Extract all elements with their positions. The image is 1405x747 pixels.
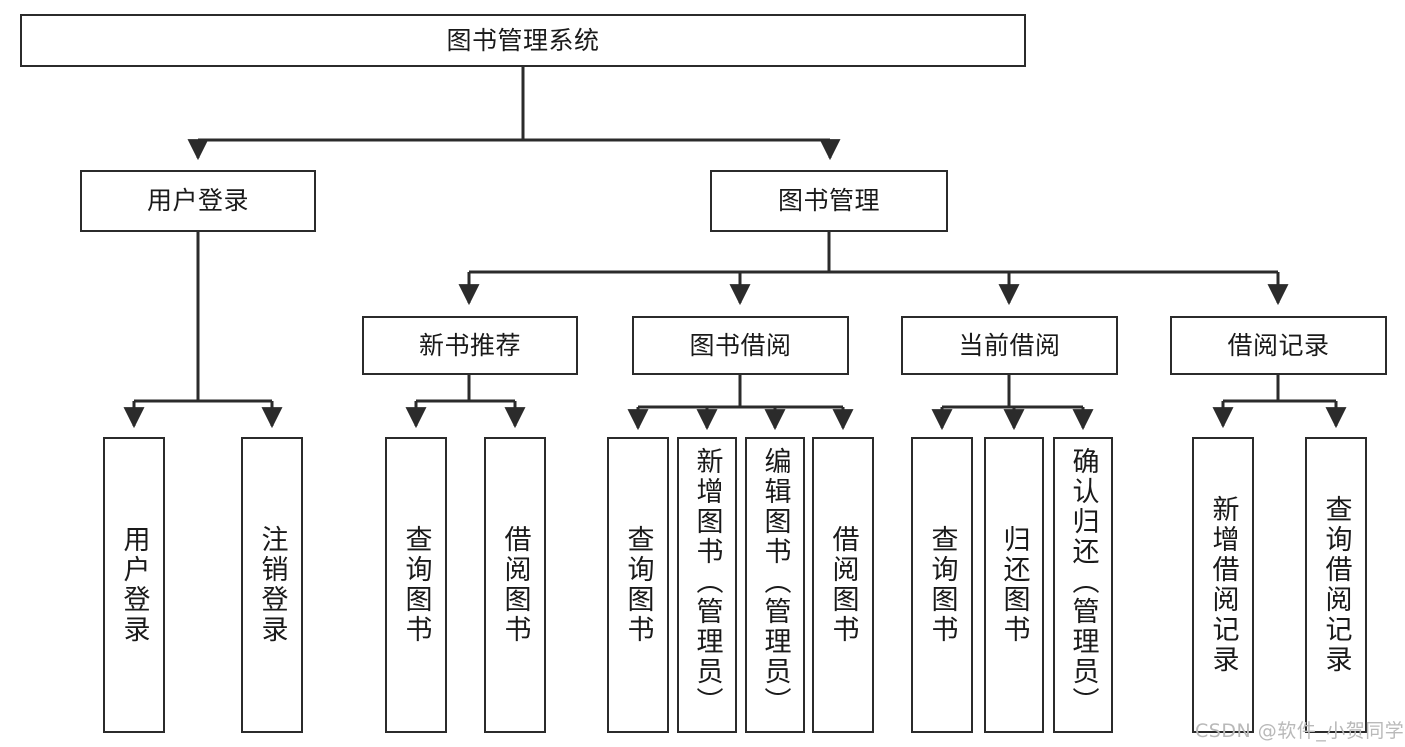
node-borrow-record-label: 借阅记录	[1227, 330, 1330, 360]
node-current-borrow[interactable]: 当前借阅	[901, 316, 1118, 375]
node-leaf-query-book-new[interactable]: 查询图书	[385, 437, 447, 733]
csdn-watermark: CSDN @软件_小贺同学	[1195, 720, 1405, 742]
node-leaf-add-borrow-record-label: 新增借阅记录	[1207, 495, 1239, 675]
node-leaf-user-login[interactable]: 用户登录	[103, 437, 165, 733]
node-leaf-edit-book-admin[interactable]: 编辑图书（管理员）	[745, 437, 805, 733]
node-borrow-record[interactable]: 借阅记录	[1170, 316, 1387, 375]
node-leaf-borrow-book-new[interactable]: 借阅图书	[484, 437, 546, 733]
node-leaf-confirm-return-admin-label: 确认归还（管理员）	[1067, 447, 1099, 717]
node-book-borrow-label: 图书借阅	[689, 330, 792, 360]
node-leaf-add-book-admin[interactable]: 新增图书（管理员）	[677, 437, 737, 733]
node-leaf-logout-label: 注销登录	[256, 525, 288, 645]
node-leaf-query-book-borrow-label: 查询图书	[622, 525, 654, 645]
node-book-management[interactable]: 图书管理	[710, 170, 948, 232]
node-leaf-query-borrow-record[interactable]: 查询借阅记录	[1305, 437, 1367, 733]
node-leaf-query-book-new-label: 查询图书	[400, 525, 432, 645]
node-root-label: 图书管理系统	[446, 25, 600, 55]
node-leaf-add-book-admin-label: 新增图书（管理员）	[691, 447, 723, 717]
node-new-book-recommend-label: 新书推荐	[418, 330, 521, 360]
node-leaf-query-borrow-record-label: 查询借阅记录	[1320, 495, 1352, 675]
node-leaf-logout[interactable]: 注销登录	[241, 437, 303, 733]
node-leaf-borrow-book-label: 借阅图书	[827, 525, 859, 645]
node-leaf-edit-book-admin-label: 编辑图书（管理员）	[759, 447, 791, 717]
node-leaf-borrow-book-new-label: 借阅图书	[499, 525, 531, 645]
node-leaf-confirm-return-admin[interactable]: 确认归还（管理员）	[1053, 437, 1113, 733]
node-leaf-return-book[interactable]: 归还图书	[984, 437, 1044, 733]
node-user-login[interactable]: 用户登录	[80, 170, 316, 232]
node-leaf-user-login-label: 用户登录	[118, 525, 150, 645]
node-leaf-query-book-current[interactable]: 查询图书	[911, 437, 973, 733]
node-book-borrow[interactable]: 图书借阅	[632, 316, 849, 375]
node-book-management-label: 图书管理	[777, 186, 880, 215]
node-root[interactable]: 图书管理系统	[20, 14, 1026, 67]
node-user-login-label: 用户登录	[146, 186, 249, 215]
node-current-borrow-label: 当前借阅	[958, 330, 1061, 360]
node-leaf-query-book-current-label: 查询图书	[926, 525, 958, 645]
node-new-book-recommend[interactable]: 新书推荐	[362, 316, 578, 375]
node-leaf-query-book-borrow[interactable]: 查询图书	[607, 437, 669, 733]
node-leaf-return-book-label: 归还图书	[998, 525, 1030, 645]
node-leaf-borrow-book[interactable]: 借阅图书	[812, 437, 874, 733]
node-leaf-add-borrow-record[interactable]: 新增借阅记录	[1192, 437, 1254, 733]
